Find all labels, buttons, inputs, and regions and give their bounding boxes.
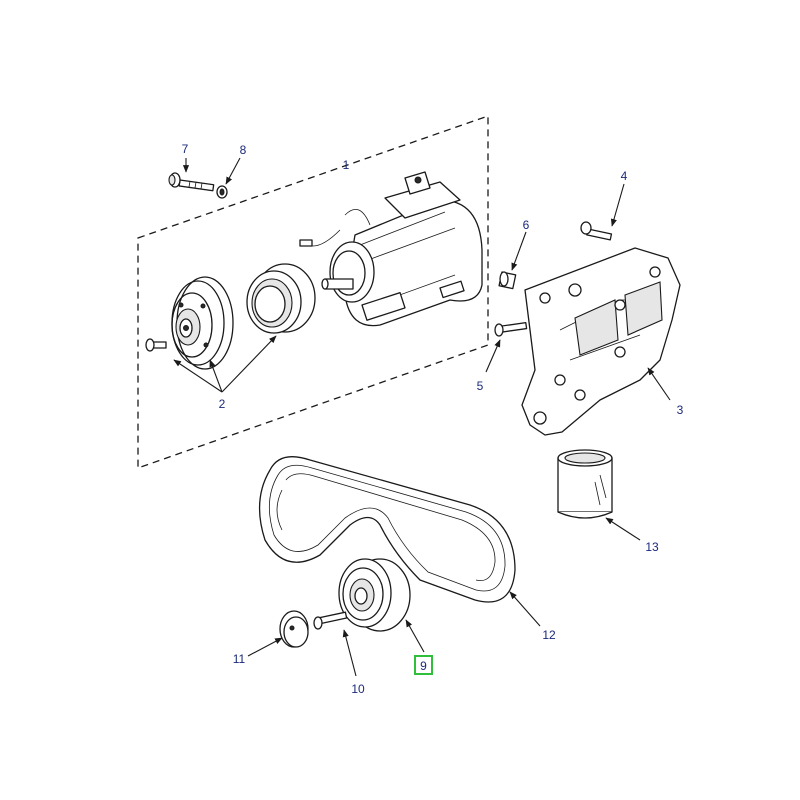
leader-6 — [511, 231, 527, 271]
leader-2a — [173, 359, 223, 393]
leader-12 — [509, 591, 541, 627]
callout-10[interactable]: 10 — [351, 682, 365, 696]
leader-4 — [610, 183, 625, 227]
leader-13 — [605, 517, 641, 541]
part-13-sleeve[interactable] — [557, 449, 613, 519]
part-12-drive-belt[interactable] — [258, 456, 516, 603]
callout-2[interactable]: 2 — [219, 397, 226, 411]
leader-5 — [485, 339, 501, 373]
compressor-assembly-boundary — [137, 115, 489, 469]
part-8-washer[interactable] — [216, 185, 228, 199]
callout-3[interactable]: 3 — [677, 403, 684, 417]
callout-12[interactable]: 12 — [542, 628, 556, 642]
leader-9 — [405, 619, 425, 653]
part-10-bolt[interactable] — [313, 611, 348, 630]
part-2-clutch-pulley[interactable] — [171, 276, 234, 370]
part-6-spacer[interactable] — [498, 271, 517, 290]
leader-2b — [209, 359, 223, 393]
leader-8 — [225, 157, 241, 185]
callout-1[interactable]: 1 — [343, 158, 350, 172]
callout-9[interactable]: 9 — [420, 659, 427, 673]
callout-8[interactable]: 8 — [240, 143, 247, 157]
part-4-bolt[interactable] — [580, 221, 613, 241]
leader-3 — [647, 367, 671, 401]
callout-6[interactable]: 6 — [523, 218, 530, 232]
part-2-clutch-bolt[interactable] — [145, 338, 167, 352]
part-7-bolt[interactable] — [168, 172, 215, 192]
leader-2c — [221, 335, 277, 393]
callout-13[interactable]: 13 — [645, 540, 659, 554]
selected-callout-highlight — [414, 655, 433, 675]
part-2-coil[interactable] — [246, 263, 316, 334]
part-1-compressor[interactable] — [299, 171, 483, 327]
callout-4[interactable]: 4 — [621, 169, 628, 183]
part-11-cap[interactable] — [279, 610, 309, 648]
callout-11[interactable]: 11 — [233, 652, 246, 666]
callout-7[interactable]: 7 — [182, 142, 189, 156]
callout-5[interactable]: 5 — [477, 379, 484, 393]
part-3-bracket[interactable] — [521, 247, 681, 436]
part-5-bolt[interactable] — [494, 322, 528, 337]
part-9-tensioner-pulley[interactable] — [338, 558, 411, 632]
leader-10 — [342, 629, 357, 677]
leader-11 — [247, 637, 283, 657]
